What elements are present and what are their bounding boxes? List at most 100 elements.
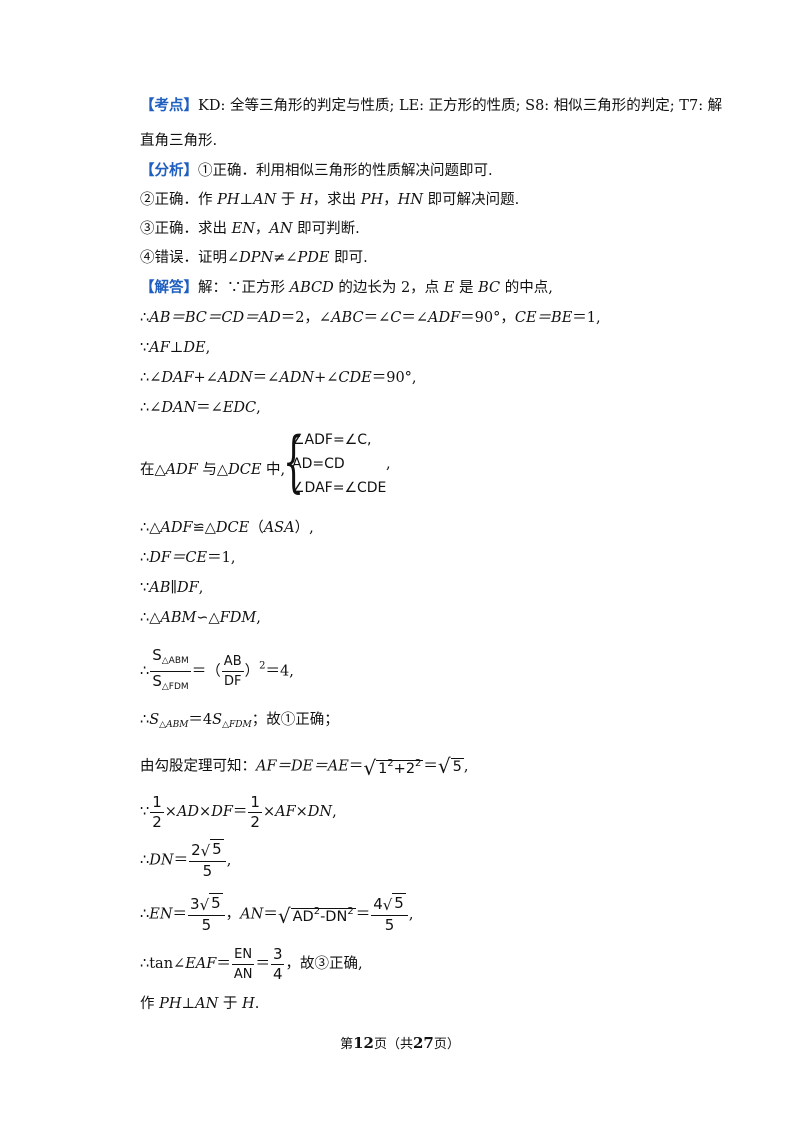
t: , [256, 400, 261, 416]
t: ＝∠ [252, 370, 280, 386]
t: ＝ [423, 758, 438, 775]
t: ＝90°， [460, 310, 515, 326]
m: C [390, 310, 402, 326]
m: DCE [228, 462, 262, 478]
t: ＝（ [191, 663, 221, 680]
m: ADN [279, 370, 315, 386]
t: ，故 [285, 956, 315, 972]
radical-icon: √ [199, 896, 210, 914]
fenxi-line-3: ③正确．求出 EN，AN 即可判断. [140, 219, 360, 239]
t: 的中点, [500, 280, 553, 296]
m: H [300, 192, 313, 208]
jieda-line-6: ∴DF＝CE＝1, [140, 548, 235, 568]
t: 正确．求出 [154, 221, 232, 237]
rad: AD2-DN2 [290, 906, 356, 925]
den: DF [223, 674, 242, 689]
t: 的边长为 2，点 [333, 280, 444, 296]
t: S [152, 646, 162, 664]
system-rows: ∠ADF=∠C, AD=CD ∠DAF=∠CDE [292, 428, 386, 500]
t: 4 [373, 895, 383, 913]
rad: 5 [450, 758, 464, 775]
m: DF＝CE [149, 550, 208, 566]
t: ∴tan∠ [140, 956, 186, 972]
num: 1 [248, 792, 262, 813]
jieda-line-16: 作 PH⊥AN 于 H. [140, 994, 259, 1014]
t: 正确．作 [154, 192, 218, 208]
side-ratio-fraction: AB DF [221, 652, 244, 691]
radical-icon: √ [363, 756, 377, 780]
t: 中, [261, 462, 286, 478]
kaodian-text: KD: 全等三角形的判定与性质; LE: 正方形的性质; S8: 相似三角形的判… [198, 98, 723, 114]
num: AB [221, 652, 244, 672]
jieda-line-3: ∴∠DAF+∠ADN＝∠ADN+∠CDE＝90°, [140, 368, 417, 388]
jieda-line-10: ∴S△ABM＝4S△FDM；故①正确； [140, 710, 339, 735]
t: 与△ [197, 462, 229, 478]
t: 2 [313, 906, 321, 917]
sqrt-1: √12+22 [363, 752, 424, 781]
fenxi-num-2: ② [140, 192, 155, 208]
m: PH⊥AN [159, 996, 219, 1012]
t: △FDM [161, 682, 189, 692]
t: × [295, 804, 308, 820]
t: 第 [340, 1037, 354, 1052]
num: EN [231, 945, 255, 965]
t: ∴ [140, 663, 150, 680]
fenxi-line-4: ④错误．证明∠DPN≠∠PDE 即可. [140, 248, 368, 268]
m: ADF [165, 462, 198, 478]
t: ＝4 [188, 712, 213, 728]
fenxi-num-3: ③ [140, 221, 155, 237]
m: AF [275, 804, 296, 820]
m: ABM [160, 610, 197, 626]
m: S [212, 712, 223, 728]
m: HN [397, 192, 424, 208]
t: 于 [276, 192, 301, 208]
t: ∴ [140, 712, 150, 728]
system-row-2: AD=CD [292, 456, 345, 472]
rad: 5 [392, 893, 406, 912]
t: ∴ [140, 550, 150, 566]
jieda-line-5: ∴△ADF≌△DCE（ASA）, [140, 518, 314, 538]
num: 3 [270, 944, 285, 965]
m: EN [149, 906, 173, 923]
den: 5 [384, 916, 395, 934]
jieda-line-1: ∴AB＝BC＝CD＝AD＝2，∠ABC＝∠C＝∠ADF＝90°，CE＝BE＝1, [140, 308, 601, 328]
rad: 12+22 [376, 758, 424, 777]
t: ① [280, 712, 296, 728]
num: 3√5 [188, 893, 225, 916]
kaodian-line-1: 【考点】KD: 全等三角形的判定与性质; LE: 正方形的性质; S8: 相似三… [140, 96, 722, 116]
t: S [152, 672, 162, 690]
t: ＝1, [207, 550, 236, 566]
t: ， [254, 221, 270, 237]
t: ＝ [232, 804, 248, 820]
m: CDE [338, 370, 372, 386]
t: 解：∵正方形 [198, 280, 290, 296]
page-footer: 第12页（共27页） [0, 1033, 800, 1052]
t: × [164, 804, 177, 820]
t: ＝ [355, 906, 371, 923]
fenxi-text-1: 正确．利用相似三角形的性质解决问题即可. [212, 163, 493, 179]
t: 正确, [328, 956, 363, 972]
t: 即可解决问题. [423, 192, 520, 208]
m: E [443, 280, 455, 296]
num: 1 [150, 792, 164, 813]
page-number: 12 [353, 1034, 374, 1052]
t: （ [249, 520, 264, 536]
t: 于 [218, 996, 243, 1012]
m: AF＝DE＝AE [256, 758, 349, 775]
radical-icon: √ [277, 904, 291, 928]
t: ∴△ [140, 520, 161, 536]
jieda-line-8: ∴△ABM∽△FDM, [140, 608, 261, 628]
t: ＝∠ [401, 310, 428, 326]
system-label: 在△ADF 与△DCE 中, [140, 458, 285, 479]
jieda-line-4: ∴∠DAN＝∠EDC, [140, 398, 261, 418]
den: S△FDM [150, 672, 191, 697]
jieda-tag: 【解答】 [140, 279, 198, 296]
t: , [332, 804, 337, 820]
t: AD [292, 909, 314, 925]
t: 由勾股定理可知： [140, 758, 256, 775]
t: +∠ [314, 370, 339, 386]
